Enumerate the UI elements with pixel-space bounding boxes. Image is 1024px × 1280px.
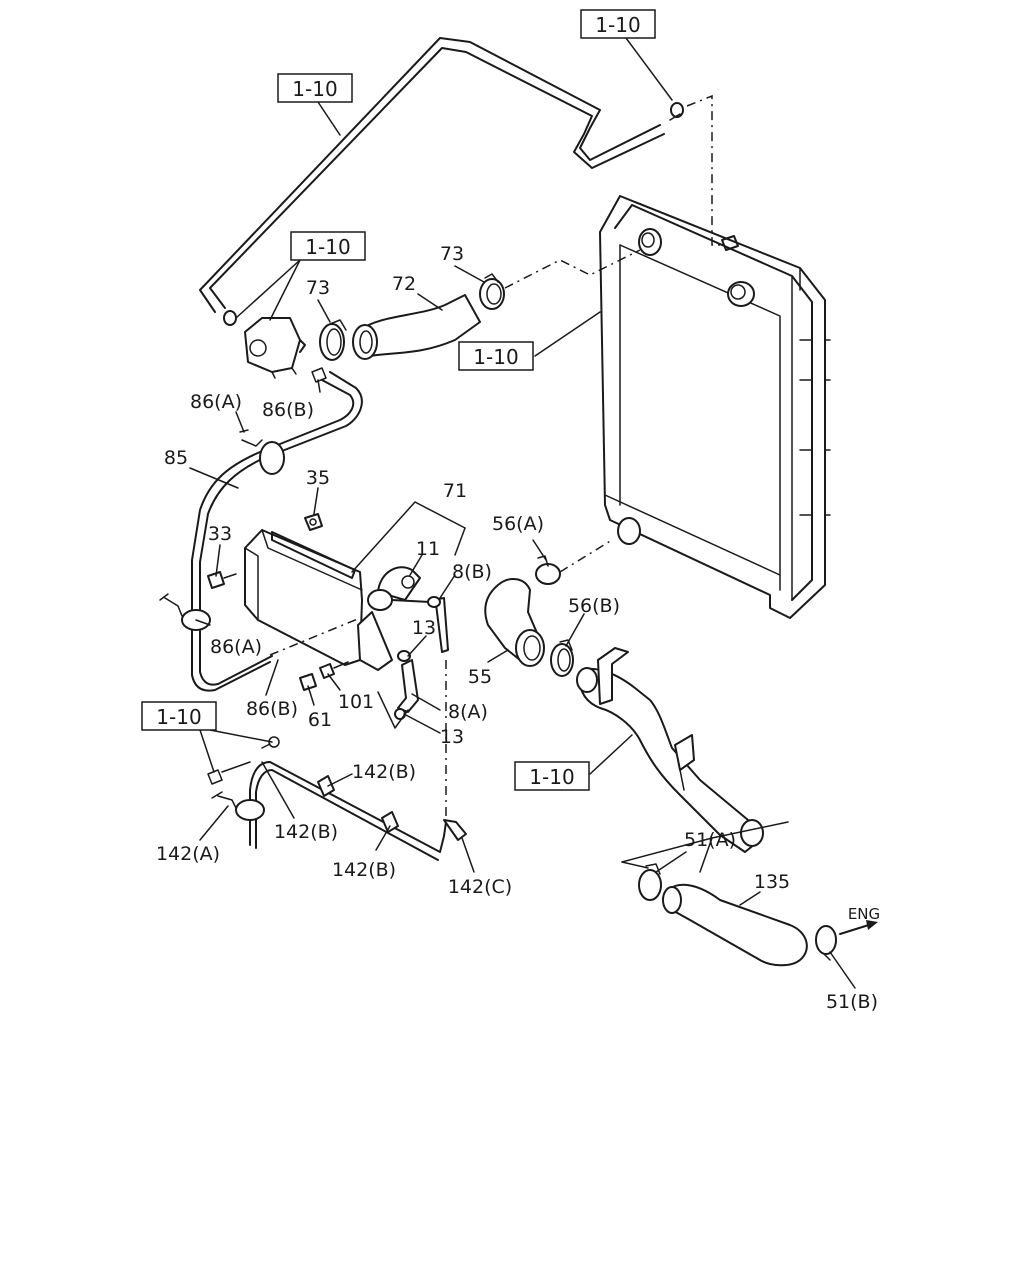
label-71: 71	[443, 480, 467, 502]
label-86b-mid: 86(B)	[246, 698, 298, 720]
label-101: 101	[338, 691, 374, 713]
overflow-pipe	[199, 37, 684, 326]
ref-box-4: 1-10	[458, 341, 534, 371]
label-135: 135	[754, 871, 790, 893]
label-142a: 142(A)	[156, 843, 220, 865]
svg-text:1-10: 1-10	[292, 77, 337, 101]
label-8a: 8(A)	[448, 701, 488, 723]
lower-hose-135	[662, 883, 808, 967]
hose-clamp-73-right	[479, 273, 505, 310]
hose-8a	[394, 650, 419, 720]
label-13-lower: 13	[440, 726, 464, 748]
overflow-route-line	[686, 94, 722, 246]
label-142b-3: 142(B)	[332, 859, 396, 881]
label-56b: 56(B)	[568, 595, 620, 617]
label-72: 72	[392, 273, 416, 295]
lower-hose-55	[484, 578, 545, 667]
bolts-61-101	[299, 661, 349, 691]
label-55: 55	[468, 666, 492, 688]
svg-text:1-10: 1-10	[156, 705, 201, 729]
label-8b: 8(B)	[452, 561, 492, 583]
ref-box-5: 1-10	[141, 701, 217, 731]
thermostat-housing	[244, 317, 306, 379]
label-33: 33	[208, 523, 232, 545]
hose-clamp-51a	[638, 863, 662, 901]
label-86b-top: 86(B)	[262, 399, 314, 421]
ref-box-1: 1-10	[580, 9, 656, 39]
label-11: 11	[416, 538, 440, 560]
svg-text:1-10: 1-10	[529, 765, 574, 789]
hose-8b	[427, 596, 449, 653]
ref-box-2: 1-10	[277, 73, 353, 103]
svg-text:1-10: 1-10	[305, 235, 350, 259]
radiator-filler-neck	[727, 281, 755, 307]
label-56a: 56(A)	[492, 513, 544, 535]
label-142b-2: 142(B)	[274, 821, 338, 843]
heater-pipe-142	[207, 736, 467, 861]
hose-clamp-51b	[815, 925, 837, 961]
part-71-leader	[351, 501, 466, 573]
hose-clamp-56b	[550, 639, 574, 677]
ref-box-6: 1-10	[514, 761, 590, 791]
label-73-right: 73	[440, 243, 464, 265]
radiator-lower-outlet	[617, 517, 641, 545]
label-86a-mid: 86(A)	[210, 636, 262, 658]
leader-lines	[189, 37, 856, 989]
svg-text:1-10: 1-10	[473, 345, 518, 369]
label-51a: 51(A)	[684, 829, 736, 851]
label-142c: 142(C)	[448, 876, 512, 898]
water-pipe	[576, 647, 764, 853]
label-35: 35	[306, 467, 330, 489]
upper-hose-route	[504, 249, 641, 289]
radiator	[599, 195, 831, 619]
label-86a-top: 86(A)	[190, 391, 242, 413]
upper-hose-72	[352, 294, 481, 360]
label-61: 61	[308, 709, 332, 731]
label-85: 85	[164, 447, 188, 469]
radiator-upper-inlet	[638, 228, 662, 256]
svg-text:1-10: 1-10	[595, 13, 640, 37]
label-13-upper: 13	[412, 617, 436, 639]
label-73-left: 73	[306, 277, 330, 299]
label-eng: ENG	[848, 905, 880, 923]
label-51b: 51(B)	[826, 991, 878, 1013]
hose-clamp-73-left	[319, 319, 347, 361]
label-142b-1: 142(B)	[352, 761, 416, 783]
ref-box-3: 1-10	[290, 231, 366, 261]
hose-clamp-56a	[535, 555, 561, 585]
eng-direction-arrow	[839, 923, 873, 935]
